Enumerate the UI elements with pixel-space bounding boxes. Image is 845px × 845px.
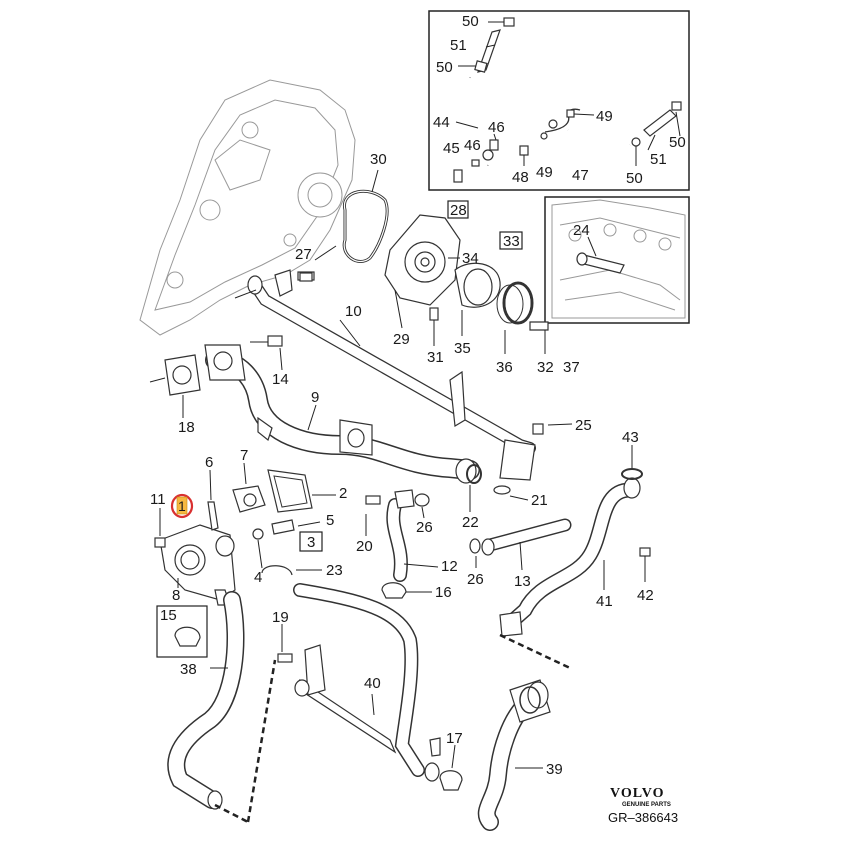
- label-47: 47: [572, 167, 589, 184]
- label-46: 46: [488, 119, 505, 136]
- label-14: 14: [272, 371, 289, 388]
- ref-box-28: 28: [450, 202, 467, 219]
- pipe-10: 10 25 21: [234, 269, 592, 509]
- volvo-logo-text: VOLVO: [610, 786, 665, 801]
- hose-39: 39: [477, 633, 571, 831]
- hose-12: 20 26 12 16: [356, 489, 458, 601]
- brand-block: VOLVO GENUINE PARTS GR–386643: [608, 786, 678, 825]
- label-18: 18: [178, 419, 195, 436]
- inset-engine: 24: [544, 196, 690, 324]
- label-9: 9: [311, 389, 319, 406]
- label-39: 39: [546, 761, 563, 778]
- label-19: 19: [272, 609, 289, 626]
- label-21: 21: [531, 492, 548, 509]
- label-26: 26: [416, 519, 433, 536]
- label-6: 6: [205, 454, 213, 471]
- label-29: 29: [393, 331, 410, 348]
- label-49: 49: [536, 164, 553, 181]
- label-38: 38: [180, 661, 197, 678]
- thermostat-group: 3 1 11 6 7 2 5 4 23 8 15: [150, 447, 347, 658]
- label-12: 12: [441, 558, 458, 575]
- highlight-ring: [170, 493, 194, 519]
- label-50: 50: [436, 59, 453, 76]
- label-45: 45: [443, 140, 460, 157]
- label-46: 46: [464, 137, 481, 154]
- label-5: 5: [326, 512, 334, 529]
- label-15: 15: [160, 607, 177, 624]
- ref-box-33: 33: [503, 233, 520, 250]
- label-31: 31: [427, 349, 444, 366]
- label-32: 32: [537, 359, 554, 376]
- hose-41: 43 41 42: [499, 429, 654, 637]
- label-43: 43: [622, 429, 639, 446]
- ref-box-3: 3: [307, 534, 315, 551]
- label-36: 36: [496, 359, 513, 376]
- inset-hoses: 50 51 50 44 46 45 46 48 49 49 47 50 51 5…: [428, 10, 690, 191]
- label-50: 50: [626, 170, 643, 187]
- label-44: 44: [433, 114, 450, 131]
- label-48: 48: [512, 169, 529, 186]
- label-8: 8: [172, 587, 180, 604]
- pipe-13: 26 13: [467, 518, 572, 590]
- label-4: 4: [254, 569, 262, 586]
- water-pump-group: 30 27 34 29 31 35 36 32 37 28 33: [295, 151, 580, 376]
- timing-cover: [139, 79, 356, 336]
- label-20: 20: [356, 538, 373, 555]
- label-7: 7: [240, 447, 248, 464]
- diagram-reference: GR–386643: [608, 810, 678, 825]
- label-16: 16: [435, 584, 452, 601]
- label-30: 30: [370, 151, 387, 168]
- label-40: 40: [364, 675, 381, 692]
- hose-40: 19 40 17: [272, 583, 463, 791]
- label-35: 35: [454, 340, 471, 357]
- label-1: 1: [178, 498, 186, 514]
- label-11: 11: [150, 491, 166, 508]
- label-49: 49: [596, 108, 613, 125]
- pipe-9: 9 22: [204, 344, 482, 531]
- label-41: 41: [596, 593, 613, 610]
- label-17: 17: [446, 730, 463, 747]
- label-22: 22: [462, 514, 479, 531]
- label-2: 2: [339, 485, 347, 502]
- highlight-marker: [176, 496, 188, 515]
- genuine-parts-text: GENUINE PARTS: [622, 802, 671, 808]
- label-50: 50: [462, 13, 479, 30]
- label-24: 24: [573, 222, 590, 239]
- label-25: 25: [575, 417, 592, 434]
- label-51: 51: [450, 37, 467, 54]
- label-23: 23: [326, 562, 343, 579]
- label-37: 37: [563, 359, 580, 376]
- gasket-18: 18 14: [149, 335, 289, 436]
- label-51: 51: [650, 151, 667, 168]
- label-42: 42: [637, 587, 654, 604]
- label-34: 34: [462, 250, 479, 267]
- label-50: 50: [669, 134, 686, 151]
- label-27: 27: [295, 246, 312, 263]
- hose-38: 38: [167, 591, 277, 824]
- label-10: 10: [345, 303, 362, 320]
- label-13: 13: [514, 573, 531, 590]
- label-26: 26: [467, 571, 484, 588]
